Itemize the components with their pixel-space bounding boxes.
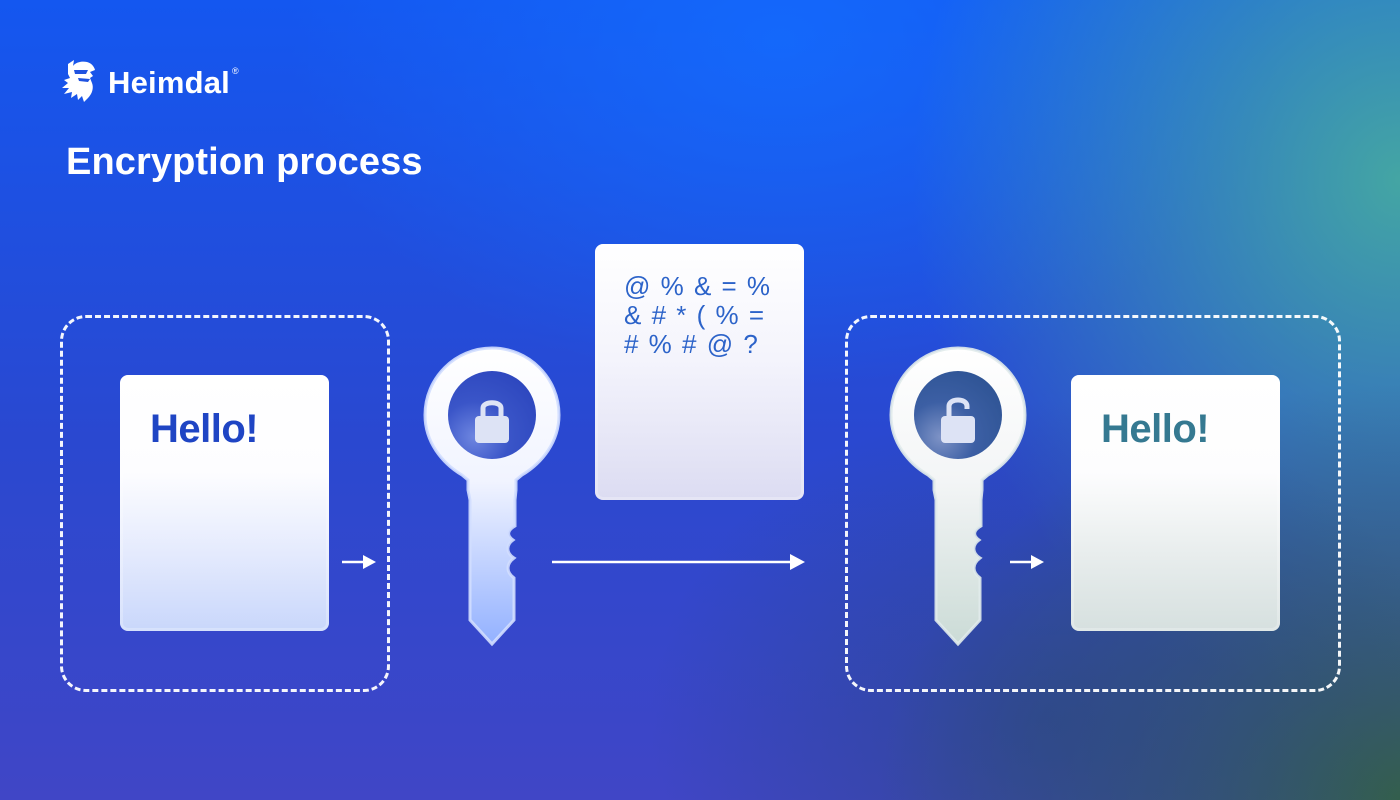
ciphertext-line: & # * ( % = <box>624 300 765 330</box>
plaintext-document: Hello! <box>120 375 329 631</box>
decrypted-text: Hello! <box>1101 407 1210 451</box>
input-group-frame <box>60 315 390 692</box>
arrow-right-icon <box>342 555 376 569</box>
key-icon <box>423 346 561 647</box>
arrow-right-icon <box>1010 555 1044 569</box>
decrypted-document: Hello! <box>1071 375 1280 631</box>
output-group-frame <box>845 315 1341 692</box>
lock-closed-icon <box>475 400 509 443</box>
plaintext-text: Hello! <box>150 407 259 451</box>
key-icon <box>889 346 1027 647</box>
brand-name: Heimdal <box>108 64 230 100</box>
viking-head-icon <box>60 58 100 107</box>
registered-mark: ® <box>232 65 239 76</box>
decryption-key <box>888 340 1028 650</box>
encryption-key <box>422 340 562 650</box>
brand-logo: Heimdal ® <box>60 58 239 107</box>
ciphertext-document: @ % & = % & # * ( % = # % # @ ? <box>595 244 804 500</box>
lock-open-icon <box>941 397 975 443</box>
ciphertext-line: @ % & = % <box>624 271 772 301</box>
arrow-right-icon <box>552 554 805 570</box>
ciphertext-line: # % # @ ? <box>624 329 759 359</box>
page-title: Encryption process <box>66 141 423 183</box>
